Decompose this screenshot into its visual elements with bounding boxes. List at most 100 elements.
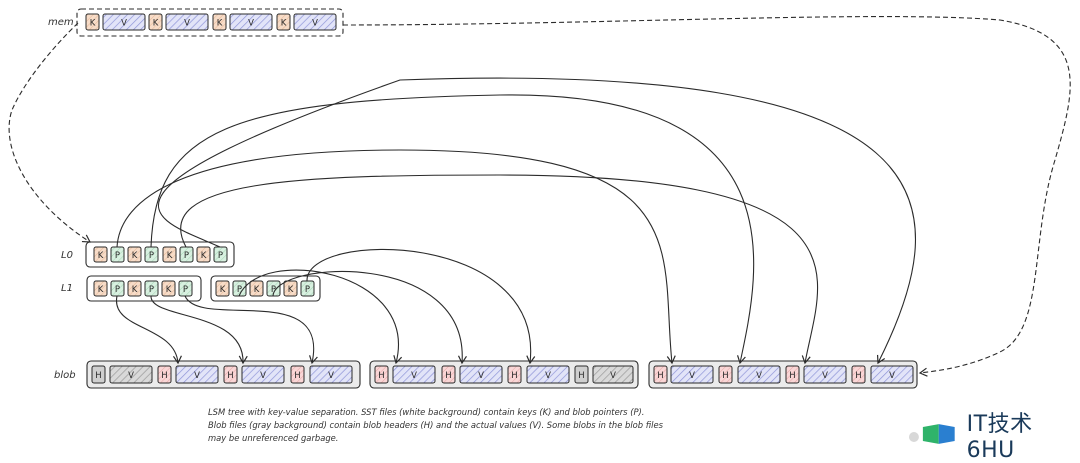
- l1a-pointer-label: P: [149, 285, 154, 295]
- blob-file-2: [369, 360, 639, 389]
- mem-value-label: V: [184, 19, 190, 29]
- blob2-header-cell: [441, 365, 456, 384]
- mem-value-label: V: [312, 19, 318, 29]
- mem-value-label: V: [121, 19, 127, 29]
- blob2-header-label: H: [511, 371, 517, 381]
- blob1-header-label: H: [294, 371, 300, 381]
- l1a-key-cell: [93, 280, 108, 297]
- blob3-value-cell: [803, 365, 847, 384]
- blob1-value-label: V: [260, 371, 266, 381]
- blob3-value-label: V: [756, 371, 762, 381]
- watermark-text: IT技术6HU: [966, 411, 1033, 463]
- blob3-value-cell: [870, 365, 914, 384]
- blob2-value-cell: [392, 365, 436, 384]
- blob2-value-label: V: [478, 371, 484, 381]
- pointer-arrow-l0-to-blob3: [180, 174, 819, 365]
- mem-key-label: K: [281, 19, 287, 29]
- blob-file-3: [648, 360, 918, 389]
- mem-key-label: K: [153, 19, 159, 29]
- caption-line-1: LSM tree with key-value separation. SST …: [208, 407, 645, 417]
- blob3-value-label: V: [889, 371, 895, 381]
- l1a-pointer-cell: [110, 280, 125, 297]
- blob3-header-label: H: [855, 371, 861, 381]
- flush-arrow-mem-to-l0: [8, 22, 92, 243]
- watermark: IT技术6HU: [905, 412, 1080, 463]
- blob1-value-cell-garbage: [109, 365, 153, 384]
- blob1-header-cell-garbage: [91, 365, 106, 384]
- blob2-value-cell: [526, 365, 570, 384]
- row-label-l1: L1: [61, 283, 73, 294]
- lsm-diagram: mem L0 L1 blob K V K V K V K V K P K P K…: [8, 8, 1071, 389]
- blob1-value-label: V: [194, 371, 200, 381]
- blob3-header-label: H: [722, 371, 728, 381]
- mem-value-label: V: [248, 19, 254, 29]
- blob1-header-label: H: [227, 371, 233, 381]
- blob3-header-cell: [851, 365, 866, 384]
- l1b-key-label: K: [288, 285, 294, 295]
- l1b-key-cell: [215, 280, 230, 297]
- pointer-arrow-l1-to-blob2: [272, 271, 467, 365]
- mem-key-label: K: [217, 19, 223, 29]
- flush-arrow-mem-to-blob: [342, 16, 1071, 377]
- l0-key-label: K: [98, 251, 104, 261]
- blob3-header-cell: [785, 365, 800, 384]
- row-label-blob: blob: [54, 370, 76, 381]
- diagram-caption: LSM tree with key-value separation. SST …: [208, 406, 768, 445]
- l0-key-cell: [93, 246, 108, 263]
- pointer-arrow-l1-to-blob2: [306, 248, 536, 365]
- l0-pointer-cell: [179, 246, 194, 263]
- l0-key-cell: [196, 246, 211, 263]
- l0-key-label: K: [167, 251, 173, 261]
- blob2-header-cell: [507, 365, 522, 384]
- l1b-key-cell: [283, 280, 298, 297]
- l1b-pointer-label: P: [271, 285, 276, 295]
- blob1-value-label: V: [128, 371, 134, 381]
- blob2-value-cell-garbage: [592, 365, 634, 384]
- row-label-l0: L0: [61, 250, 73, 261]
- blob1-value-cell: [309, 365, 353, 384]
- blob3-value-cell: [737, 365, 781, 384]
- blob2-header-cell: [374, 365, 389, 384]
- watermark-logo-icon: [908, 424, 955, 444]
- pointer-arrow-l1-to-blob1: [116, 295, 182, 365]
- mem-value-cell: [165, 13, 209, 31]
- mem-key-label: K: [90, 19, 96, 29]
- l0-key-label: K: [132, 251, 138, 261]
- blob2-value-label: V: [411, 371, 417, 381]
- blob1-value-cell: [175, 365, 219, 384]
- blob3-header-cell: [653, 365, 668, 384]
- pointer-arrow-l1-to-blob1: [150, 295, 248, 365]
- blob1-header-cell: [290, 365, 305, 384]
- mem-value-cell: [293, 13, 337, 31]
- l1b-key-cell: [249, 280, 264, 297]
- caption-line-2: Blob files (gray background) contain blo…: [208, 420, 664, 430]
- memtable-box: [76, 8, 344, 37]
- l1b-key-label: K: [254, 285, 260, 295]
- l0-pointer-label: P: [184, 251, 189, 261]
- mem-value-cell: [102, 13, 146, 31]
- blob1-value-cell: [241, 365, 285, 384]
- blob1-header-label: H: [95, 371, 101, 381]
- l0-key-cell: [127, 246, 142, 263]
- l1a-key-cell: [127, 280, 142, 297]
- l1a-key-label: K: [166, 285, 172, 295]
- mem-key-cell: [148, 13, 163, 31]
- blob3-header-cell: [718, 365, 733, 384]
- pointer-arrow-l0-to-blob3: [150, 94, 755, 365]
- mem-key-cell: [276, 13, 291, 31]
- mem-key-cell: [85, 13, 100, 31]
- l1b-key-label: K: [220, 285, 226, 295]
- l1a-key-cell: [161, 280, 176, 297]
- l0-pointer-label: P: [149, 251, 154, 261]
- blob2-header-label: H: [378, 371, 384, 381]
- l0-key-cell: [162, 246, 177, 263]
- blob3-value-cell: [670, 365, 714, 384]
- blob3-value-label: V: [822, 371, 828, 381]
- pointer-arrow-l1-to-blob1: [184, 295, 318, 365]
- l1a-key-label: K: [98, 285, 104, 295]
- blob2-header-label: H: [445, 371, 451, 381]
- mem-key-cell: [212, 13, 227, 31]
- blob2-header-cell-garbage: [574, 365, 589, 384]
- l0-pointer-label: P: [115, 251, 120, 261]
- pointer-arrow-l0-to-blob3: [116, 149, 676, 365]
